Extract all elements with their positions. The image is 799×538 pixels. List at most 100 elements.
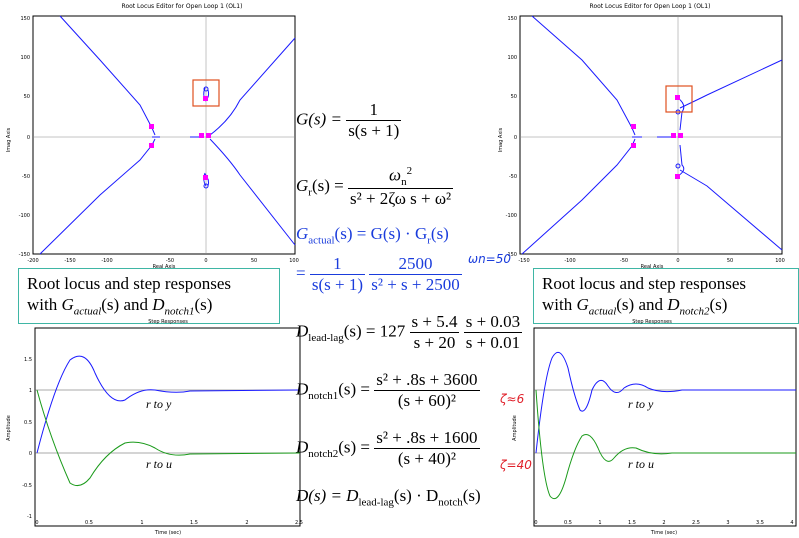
- step-right-xtick: 4: [790, 520, 793, 526]
- eq-leadlag: Dlead-lag(s) = 127 s + 5.4 s + 20 s + 0.…: [296, 312, 523, 352]
- step-left-label-r-to-y: r to y: [146, 397, 172, 411]
- step-left-xtick: 0.5: [85, 520, 93, 526]
- rl-left-pole: [149, 143, 154, 148]
- caption-left: Root locus and step responses with Gactu…: [18, 268, 280, 324]
- step-left-ytick: 1.5: [24, 357, 32, 363]
- step-left-ytick: 1: [29, 388, 32, 394]
- rl-left-branch: [59, 15, 156, 136]
- eq2-frac1: 1 s(s + 1): [309, 254, 365, 294]
- caption-left-line2: with Gactual(s) and Dnotch1(s): [27, 295, 213, 318]
- rl-left-ytick: 100: [20, 55, 30, 61]
- rl-right-xlabel: Real Axis: [641, 264, 664, 270]
- step-left-title: Step Responses: [148, 319, 188, 325]
- eq-g-frac: 1 s(s + 1): [346, 100, 402, 140]
- step-right-xtick: 1: [598, 520, 601, 526]
- rl-right-axes: [519, 15, 783, 255]
- root-locus-plot-left: Root Locus Editor for Open Loop 1 (OL1) …: [0, 0, 300, 270]
- handwriting-omega: ωn=50: [468, 252, 511, 266]
- rl-left-zero: [203, 86, 209, 92]
- rl-right-branch: [679, 169, 783, 251]
- rl-left-ytick: -50: [22, 174, 30, 180]
- step-left-ylabel: Amplitude: [6, 415, 12, 441]
- rl-right-ytick: 150: [507, 16, 517, 22]
- rl-left-pole: [149, 124, 154, 129]
- rl-right-ytick: -100: [506, 213, 517, 219]
- eq-gr-frac: ωn2 s² + 2ζω s + ω²: [347, 165, 454, 209]
- step-left-xtick: 0: [35, 520, 38, 526]
- step-right-axes: [533, 327, 797, 527]
- step-left-label-r-to-u: r to u: [146, 457, 172, 471]
- caption-right-line2: with Gactual(s) and Dnotch2(s): [542, 295, 728, 318]
- eq-d: D(s) = Dlead-lag(s) · Dnotch(s): [296, 486, 481, 509]
- root-locus-plot-right: Root Locus Editor for Open Loop 1 (OL1) …: [492, 0, 799, 270]
- rl-left-xtick: -100: [101, 258, 112, 264]
- eq2-frac2: 2500 s² + s + 2500: [369, 254, 462, 294]
- rl-left-xtick: -200: [27, 258, 38, 264]
- step-left-xlabel: Time (sec): [154, 530, 181, 536]
- step-right-title: Step Responses: [632, 319, 672, 325]
- rl-right-pole: [631, 124, 636, 129]
- step-left-r-to-u-curve: [36, 389, 301, 487]
- step-right-svg: Step Responses 0 0.5 1 1.5 2 2.5 3 3.5 4…: [512, 319, 797, 536]
- root-locus-right-svg: Root Locus Editor for Open Loop 1 (OL1) …: [498, 3, 785, 270]
- rl-right-title: Root Locus Editor for Open Loop 1 (OL1): [590, 3, 711, 10]
- step-left-xtick: 2.5: [295, 520, 303, 526]
- step-left-ytick: -0.5: [22, 483, 32, 489]
- rl-right-pole: [675, 174, 680, 179]
- rl-right-xtick: -50: [620, 258, 628, 264]
- eq-gactual-expanded: = 1 s(s + 1) 2500 s² + s + 2500: [296, 254, 462, 294]
- rl-right-zero: [675, 163, 681, 169]
- eq-gr: Gr(s) = ωn2 s² + 2ζω s + ω²: [296, 165, 454, 209]
- rl-left-highlight-box: [192, 79, 220, 107]
- rl-right-xtick: 100: [775, 258, 785, 264]
- rl-right-xtick: -150: [518, 258, 529, 264]
- rl-left-xtick: -50: [166, 258, 174, 264]
- rl-right-ytick: -150: [506, 252, 517, 258]
- eq-g: G(s) = 1 s(s + 1): [296, 100, 402, 140]
- rl-left-branch: [209, 37, 296, 136]
- rl-right-pole: [671, 133, 676, 138]
- step-response-plot-left: Step Responses 1.5 1 0.5 0 -0.5 -1 0 0.5…: [0, 318, 305, 538]
- caption-right: Root locus and step responses with Gactu…: [533, 268, 799, 324]
- rl-right-ylabel: Imag Axis: [498, 127, 504, 152]
- rl-left-xtick: 0: [204, 258, 207, 264]
- caption-left-line1: Root locus and step responses: [27, 274, 231, 293]
- step-left-xtick: 1: [140, 520, 143, 526]
- handwriting-notch1: ζ≈6: [500, 392, 525, 406]
- rl-left-ytick: 50: [24, 94, 30, 100]
- rl-left-axes: [32, 15, 296, 255]
- rl-right-pole: [675, 95, 680, 100]
- rl-right-xtick: -100: [564, 258, 575, 264]
- step-right-xtick: 2: [662, 520, 665, 526]
- rl-left-title: Root Locus Editor for Open Loop 1 (OL1): [122, 3, 243, 10]
- rl-left-ylabel: Imag Axis: [6, 127, 12, 152]
- rl-left-zero: [203, 183, 209, 189]
- rl-left-ytick: 150: [20, 16, 30, 22]
- rl-left-ytick: -100: [19, 213, 30, 219]
- step-left-svg: Step Responses 1.5 1 0.5 0 -0.5 -1 0 0.5…: [6, 319, 303, 536]
- rl-right-ytick: -50: [509, 174, 517, 180]
- rl-left-pole: [206, 133, 211, 138]
- eq-notch2: Dnotch2(s) = s² + .8s + 1600 (s + 40)²: [296, 428, 480, 468]
- caption-right-line1: Root locus and step responses: [542, 274, 746, 293]
- step-left-ytick: 0.5: [24, 420, 32, 426]
- step-left-axes: [34, 327, 301, 527]
- rl-right-ytick: 100: [507, 55, 517, 61]
- rl-left-xtick: -150: [64, 258, 75, 264]
- step-right-ylabel: Amplitude: [512, 415, 518, 441]
- step-right-xtick: 3.5: [756, 520, 764, 526]
- eq-notch1: Dnotch1(s) = s² + .8s + 3600 (s + 60)²: [296, 370, 480, 410]
- step-right-xtick: 0: [534, 520, 537, 526]
- step-left-xtick: 2: [245, 520, 248, 526]
- step-right-xtick: 1.5: [628, 520, 636, 526]
- step-left-r-to-y-curve: [36, 355, 301, 454]
- rl-left-ytick: -150: [19, 252, 30, 258]
- rl-left-ytick: 0: [27, 135, 30, 141]
- step-right-xtick: 0.5: [564, 520, 572, 526]
- rl-right-ytick: 0: [514, 135, 517, 141]
- step-left-ytick: -1: [27, 514, 32, 520]
- rl-right-ytick: 50: [511, 94, 517, 100]
- rl-right-pole: [631, 143, 636, 148]
- rl-left-branch: [209, 138, 296, 246]
- step-right-xtick: 2.5: [692, 520, 700, 526]
